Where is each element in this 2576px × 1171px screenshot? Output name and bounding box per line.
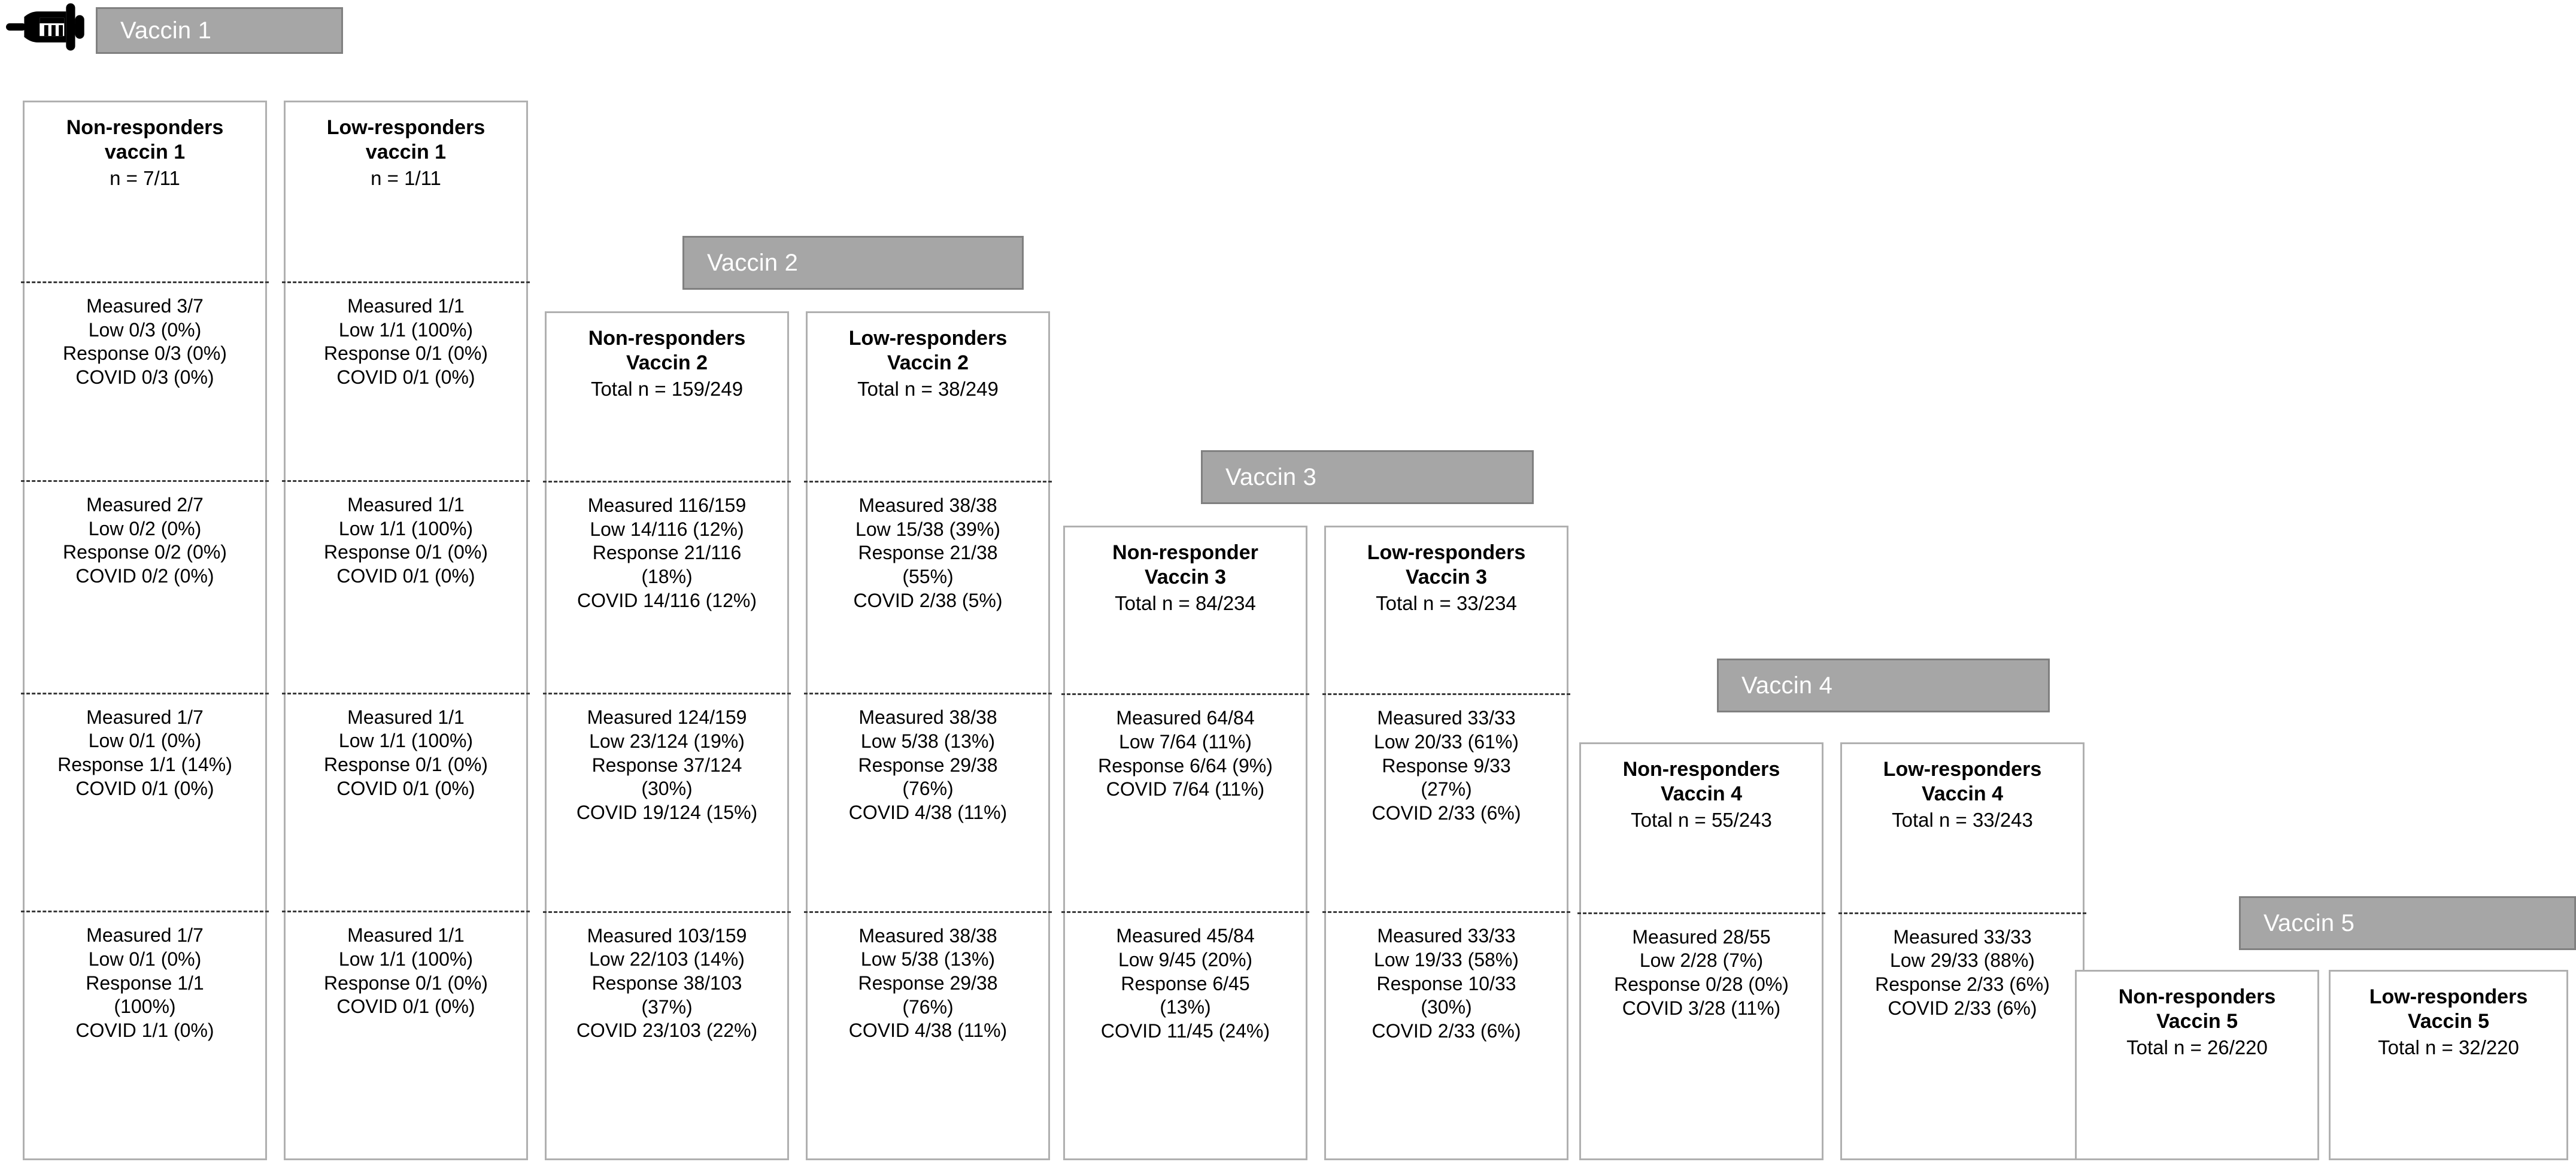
dose-cell: Measured 103/159 Low 22/103 (14%) Respon… <box>543 911 791 1158</box>
dose-cell: Measured 33/33 Low 29/33 (88%) Response … <box>1838 912 2086 1158</box>
dose-cell: Measured 45/84 Low 9/45 (20%) Response 6… <box>1061 911 1309 1158</box>
dose-cell: Measured 1/1 Low 1/1 (100%) Response 0/1… <box>282 692 530 911</box>
column-title: Non-responders Vaccin 5 <box>2118 985 2276 1033</box>
dose-cell: Measured 2/7 Low 0/2 (0%) Response 0/2 (… <box>21 480 269 693</box>
column-title: Non-responders Vaccin 2 <box>588 327 746 375</box>
column-title: Non-responder Vaccin 3 <box>1112 541 1258 589</box>
dose-cell: Measured 38/38 Low 15/38 (39%) Response … <box>804 480 1052 693</box>
dose-stats-text: Measured 1/1 Low 1/1 (100%) Response 0/1… <box>324 493 488 587</box>
dose-stats-text: Measured 38/38 Low 15/38 (39%) Response … <box>853 494 1003 611</box>
dose-cell: Measured 64/84 Low 7/64 (11%) Response 6… <box>1061 693 1309 911</box>
dose-stats-text: Measured 1/1 Low 1/1 (100%) Response 0/1… <box>324 924 488 1018</box>
dose-stats-text: Measured 1/7 Low 0/1 (0%) Response 1/1 (… <box>57 706 232 799</box>
dose-cell: Measured 38/38 Low 5/38 (13%) Response 2… <box>804 911 1052 1158</box>
dose-cell: Measured 1/1 Low 1/1 (100%) Response 0/1… <box>282 281 530 480</box>
dose-stats-text: Measured 103/159 Low 22/103 (14%) Respon… <box>576 924 758 1042</box>
dose-cell: Measured 116/159 Low 14/116 (12%) Respon… <box>543 480 791 693</box>
vaccine-label-text: Vaccin 4 <box>1741 672 1833 699</box>
dose-cell: Measured 33/33 Low 19/33 (58%) Response … <box>1322 911 1570 1158</box>
column-total-n: Total n = 55/243 <box>1631 808 1772 831</box>
column-low-responders-vaccin-5: Low-responders Vaccin 5 Total n = 32/220 <box>2329 970 2568 1160</box>
dose-stats-text: Measured 1/1 Low 1/1 (100%) Response 0/1… <box>324 706 488 799</box>
column-title: Low-responders Vaccin 4 <box>1883 758 2042 806</box>
vaccine-label-text: Vaccin 5 <box>2264 909 2355 936</box>
dose-cell: Measured 28/55 Low 2/28 (7%) Response 0/… <box>1577 912 1825 1158</box>
vaccine-label-bar-5: Vaccin 5 <box>2239 896 2576 950</box>
dose-stats-text: Measured 33/33 Low 29/33 (88%) Response … <box>1875 926 2050 1019</box>
dose-stats-text: Measured 124/159 Low 23/124 (19%) Respon… <box>576 706 758 824</box>
dose-stats-text: Measured 28/55 Low 2/28 (7%) Response 0/… <box>1614 926 1789 1019</box>
dose-stats-text: Measured 38/38 Low 5/38 (13%) Response 2… <box>848 706 1008 824</box>
column-title: Non-responders Vaccin 4 <box>1622 758 1780 806</box>
dose-cell: Measured 38/38 Low 5/38 (13%) Response 2… <box>804 693 1052 911</box>
dose-stats-text: Measured 1/1 Low 1/1 (100%) Response 0/1… <box>324 295 488 389</box>
vaccine-label-bar-3: Vaccin 3 <box>1201 450 1534 504</box>
column-header-non-responders-vaccin-5: Non-responders Vaccin 5 Total n = 26/220 <box>2077 972 2317 1158</box>
column-total-n: Total n = 33/234 <box>1376 591 1517 614</box>
vaccine-label-text: Vaccin 2 <box>707 249 799 276</box>
dose-cell: Measured 1/7 Low 0/1 (0%) Response 1/1 (… <box>21 692 269 911</box>
dose-cell: Measured 1/1 Low 1/1 (100%) Response 0/1… <box>282 480 530 693</box>
dose-stats-text: Measured 38/38 Low 5/38 (13%) Response 2… <box>848 924 1008 1042</box>
vaccine-label-text: Vaccin 1 <box>120 17 212 44</box>
dose-cell: Measured 1/1 Low 1/1 (100%) Response 0/1… <box>282 911 530 1158</box>
column-title: Low-responders Vaccin 2 <box>848 327 1008 375</box>
column-total-n: n = 1/11 <box>371 166 441 189</box>
column-title: Non-responders vaccin 1 <box>66 116 224 164</box>
vaccine-label-bar-2: Vaccin 2 <box>682 236 1024 290</box>
column-title: Low-responders Vaccin 3 <box>1367 541 1526 589</box>
column-total-n: Total n = 159/249 <box>590 377 744 400</box>
vaccine-label-text: Vaccin 3 <box>1225 463 1317 490</box>
column-non-responders-vaccin-5: Non-responders Vaccin 5 Total n = 26/220 <box>2075 970 2319 1160</box>
dose-stats-text: Measured 33/33 Low 20/33 (61%) Response … <box>1372 707 1521 824</box>
column-title: Low-responders Vaccin 5 <box>2369 985 2528 1033</box>
dose-cell: Measured 33/33 Low 20/33 (61%) Response … <box>1322 693 1570 911</box>
column-title: Low-responders vaccin 1 <box>326 116 486 164</box>
column-total-n: n = 7/11 <box>110 166 180 189</box>
dose-stats-text: Measured 116/159 Low 14/116 (12%) Respon… <box>577 494 757 611</box>
dose-cell: Measured 3/7 Low 0/3 (0%) Response 0/3 (… <box>21 281 269 480</box>
dose-stats-text: Measured 2/7 Low 0/2 (0%) Response 0/2 (… <box>63 493 227 587</box>
dose-stats-text: Measured 45/84 Low 9/45 (20%) Response 6… <box>1100 925 1270 1042</box>
column-total-n: Total n = 26/220 <box>2126 1036 2268 1058</box>
column-total-n: Total n = 38/249 <box>857 377 999 400</box>
column-total-n: Total n = 84/234 <box>1115 591 1256 614</box>
column-total-n: Total n = 33/243 <box>1892 808 2033 831</box>
dose-stats-text: Measured 3/7 Low 0/3 (0%) Response 0/3 (… <box>63 295 227 389</box>
dose-stats-text: Measured 1/7 Low 0/1 (0%) Response 1/1 (… <box>75 924 214 1042</box>
dose-cell: Measured 1/7 Low 0/1 (0%) Response 1/1 (… <box>21 911 269 1158</box>
column-header-low-responders-vaccin-5: Low-responders Vaccin 5 Total n = 32/220 <box>2331 972 2566 1158</box>
vaccine-label-bar-4: Vaccin 4 <box>1717 659 2050 712</box>
column-total-n: Total n = 32/220 <box>2378 1036 2519 1058</box>
vaccine-label-bar-1: Vaccin 1 <box>96 7 343 54</box>
dose-stats-text: Measured 64/84 Low 7/64 (11%) Response 6… <box>1098 707 1273 800</box>
syringe-icon-vaccin-1 <box>6 1 97 53</box>
dose-cell: Measured 124/159 Low 23/124 (19%) Respon… <box>543 693 791 911</box>
dose-stats-text: Measured 33/33 Low 19/33 (58%) Response … <box>1372 925 1521 1042</box>
